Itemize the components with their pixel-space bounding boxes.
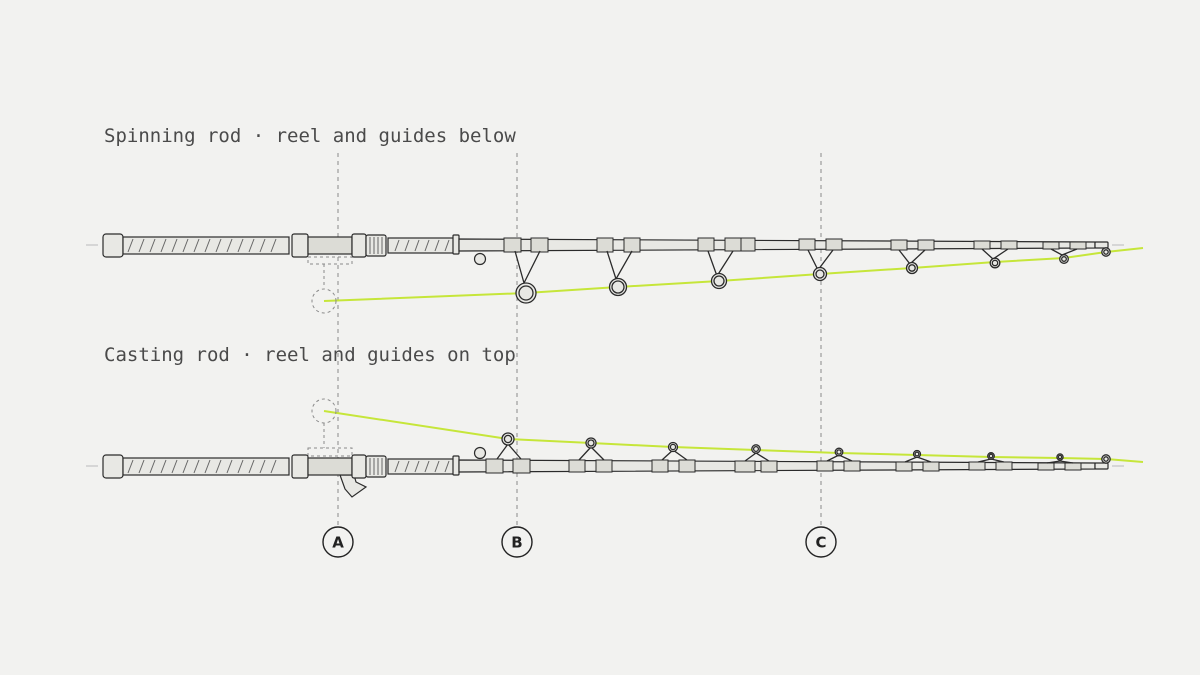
- fishing-line: [323, 247, 1144, 302]
- winding-check: [452, 455, 460, 476]
- marker-a-label: A: [332, 534, 344, 552]
- spinning-rod-title: Spinning rod · reel and guides below: [104, 125, 516, 147]
- reference-markers: A B C: [322, 526, 837, 558]
- guide-wraps: [503, 237, 1087, 253]
- winding-check: [452, 234, 460, 255]
- fishing-line: [323, 410, 1144, 463]
- seat-nut: [351, 454, 367, 479]
- tip-top: [1094, 241, 1109, 249]
- butt-cap: [102, 233, 124, 258]
- tip-top: [1094, 462, 1109, 470]
- fore-grip: [387, 458, 455, 475]
- spinning-rod: [86, 233, 1144, 314]
- guide-rings: [515, 247, 1111, 304]
- seat-thread: [365, 455, 387, 478]
- reel-placeholder-icon: [311, 398, 337, 424]
- casting-rod-title: Casting rod · reel and guides on top: [104, 344, 516, 366]
- hook-keeper-icon: [473, 446, 487, 460]
- hook-keeper-icon: [473, 252, 487, 266]
- reel-placeholder-box: [307, 256, 353, 265]
- seat-nut: [351, 233, 367, 258]
- casting-rod: [86, 398, 1144, 498]
- grip-texture: [127, 237, 450, 254]
- reel-seat: [307, 236, 353, 255]
- fore-grip: [387, 237, 455, 254]
- blank-shaft: [458, 238, 1096, 252]
- rod-blank: [102, 233, 1109, 258]
- marker-a: A: [322, 526, 354, 558]
- marker-c-label: C: [815, 534, 826, 552]
- marker-b: B: [501, 526, 533, 558]
- reel-placeholder-icon: [311, 288, 337, 314]
- guide-wraps: [485, 458, 1082, 474]
- seat-thread: [365, 234, 387, 257]
- rear-grip: [122, 236, 290, 255]
- reel-seat: [307, 457, 353, 476]
- grip-collar: [291, 233, 309, 258]
- grip-texture: [127, 458, 450, 475]
- reel-placeholder-box: [307, 447, 353, 457]
- grip-collar: [291, 454, 309, 479]
- guide-rings: [501, 432, 1111, 464]
- marker-b-label: B: [511, 534, 522, 552]
- butt-cap: [102, 454, 124, 479]
- marker-c: C: [805, 526, 837, 558]
- rear-grip: [122, 457, 290, 476]
